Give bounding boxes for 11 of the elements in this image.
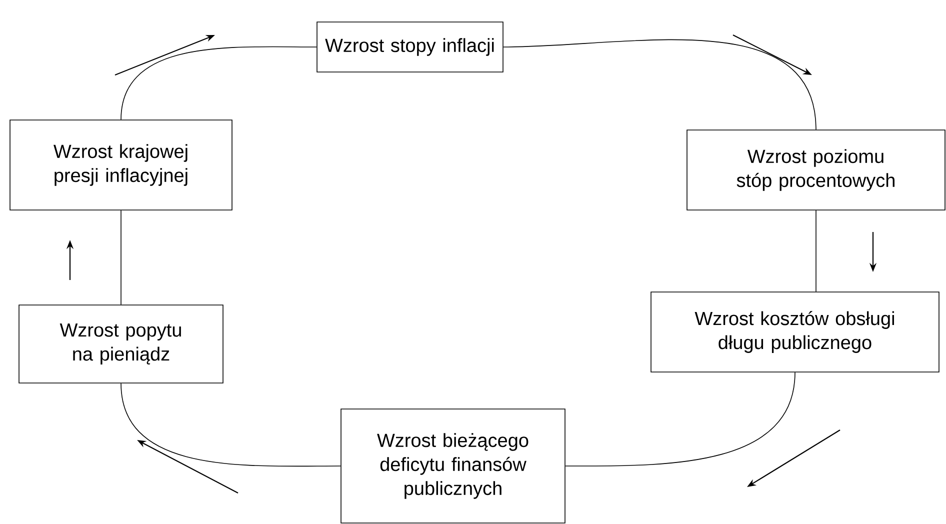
connector-line: [120, 383, 341, 467]
connector-line: [503, 39, 816, 130]
process-box: Wzrost bieżącego deficytu finansów publicznych: [340, 408, 566, 524]
connector-line: [120, 46, 317, 120]
process-box: Wzrost stopy inflacji: [316, 22, 504, 72]
process-box: Wzrost kosztów obsługi długu publicznego: [650, 292, 940, 372]
process-box: Wzrost poziomu stóp procentowych: [686, 130, 946, 210]
process-box: Wzrost popytu na pieniądz: [18, 304, 224, 384]
connector-line: [565, 372, 796, 466]
process-box: Wzrost krajowej presji inflacyjnej: [10, 120, 232, 210]
connector-line: [120, 210, 122, 305]
